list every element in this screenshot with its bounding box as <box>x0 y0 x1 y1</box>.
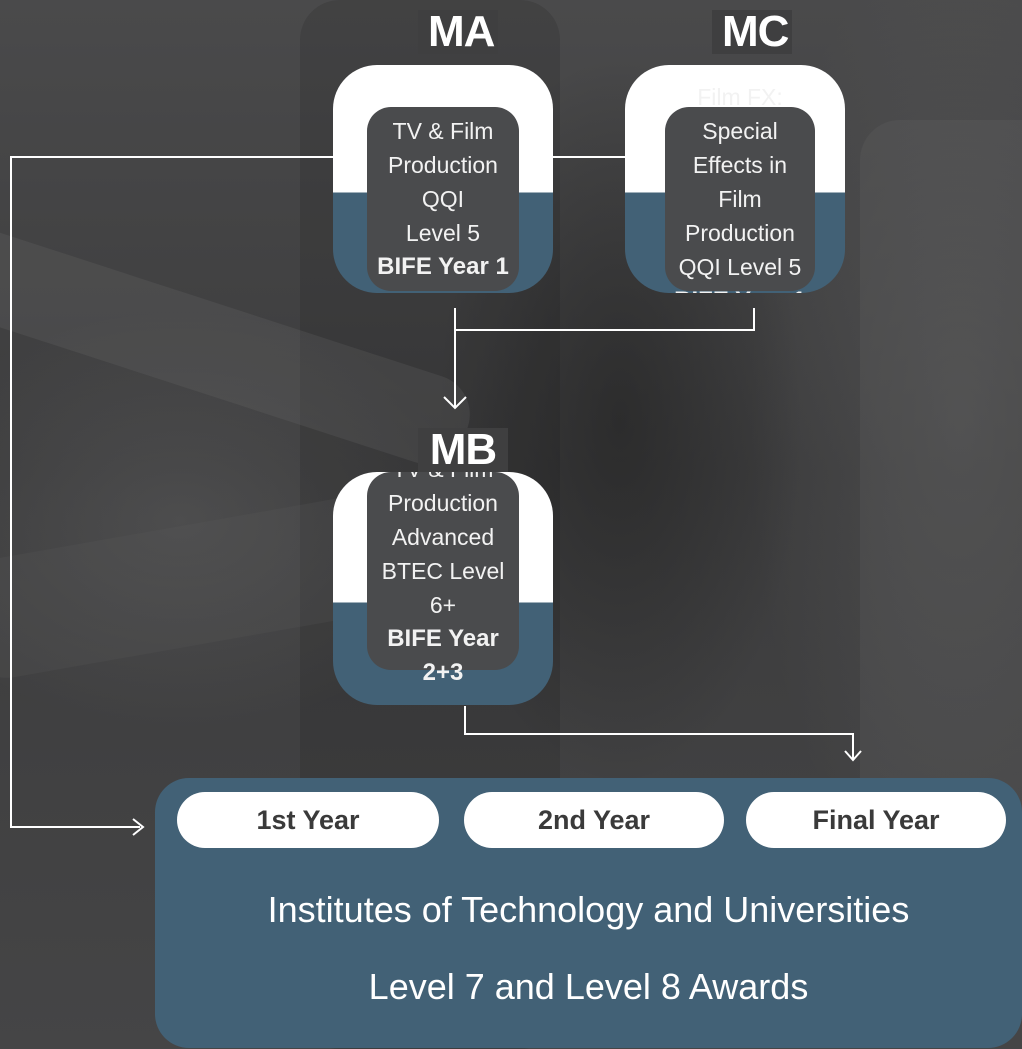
course-line: BTEC Level 6+ <box>381 558 505 618</box>
course-year: BIFE Year 1 <box>377 253 509 280</box>
course-code-mc: MC <box>712 10 792 54</box>
destination-title: Institutes of Technology and Universitie… <box>267 889 910 930</box>
course-line: Production <box>388 152 498 178</box>
course-code-mb: MB <box>418 428 508 472</box>
course-code-ma: MA <box>418 10 498 54</box>
connector-ma-to-first-year <box>10 156 333 828</box>
arrowhead-first-year <box>132 818 145 836</box>
year-pill-first: 1st Year <box>177 792 439 848</box>
course-box-ma: TV & Film Production QQI Level 5 BIFE Ye… <box>333 65 553 293</box>
connector-bracket <box>454 308 755 331</box>
course-box-mb: TV & Film Production Advanced BTEC Level… <box>333 472 553 705</box>
course-line: Advanced <box>391 524 495 550</box>
course-year: BIFE Year 1 <box>674 284 806 293</box>
year-pill-second: 2nd Year <box>464 792 724 848</box>
course-line: Production <box>685 220 795 246</box>
course-panel-mc: Film FX: Special Effects in Film Product… <box>665 84 815 293</box>
connector-mb-to-final <box>464 706 854 760</box>
course-year: BIFE Year 2+3 <box>387 625 499 686</box>
course-line: TV & Film <box>393 472 494 486</box>
arrowhead-final-year <box>844 750 862 762</box>
course-line: Effects in Film <box>692 152 788 212</box>
course-panel-mb: TV & Film Production Advanced BTEC Level… <box>367 472 519 686</box>
arrowhead-mb <box>443 396 467 410</box>
destination-panel: 1st Year 2nd Year Final Year Institutes … <box>155 778 1022 1048</box>
course-line: Film FX: Special <box>697 84 783 144</box>
destination-subtitle: Level 7 and Level 8 Awards <box>368 966 809 1007</box>
course-line: QQI Level 5 <box>678 254 802 280</box>
course-line: QQI <box>421 186 465 212</box>
course-line: Production <box>388 490 498 516</box>
course-panel-ma: TV & Film Production QQI Level 5 BIFE Ye… <box>367 107 519 291</box>
year-pill-final: Final Year <box>746 792 1006 848</box>
course-box-mc: Film FX: Special Effects in Film Product… <box>625 65 845 293</box>
course-line: TV & Film <box>392 118 494 144</box>
course-line: Level 5 <box>405 220 481 246</box>
